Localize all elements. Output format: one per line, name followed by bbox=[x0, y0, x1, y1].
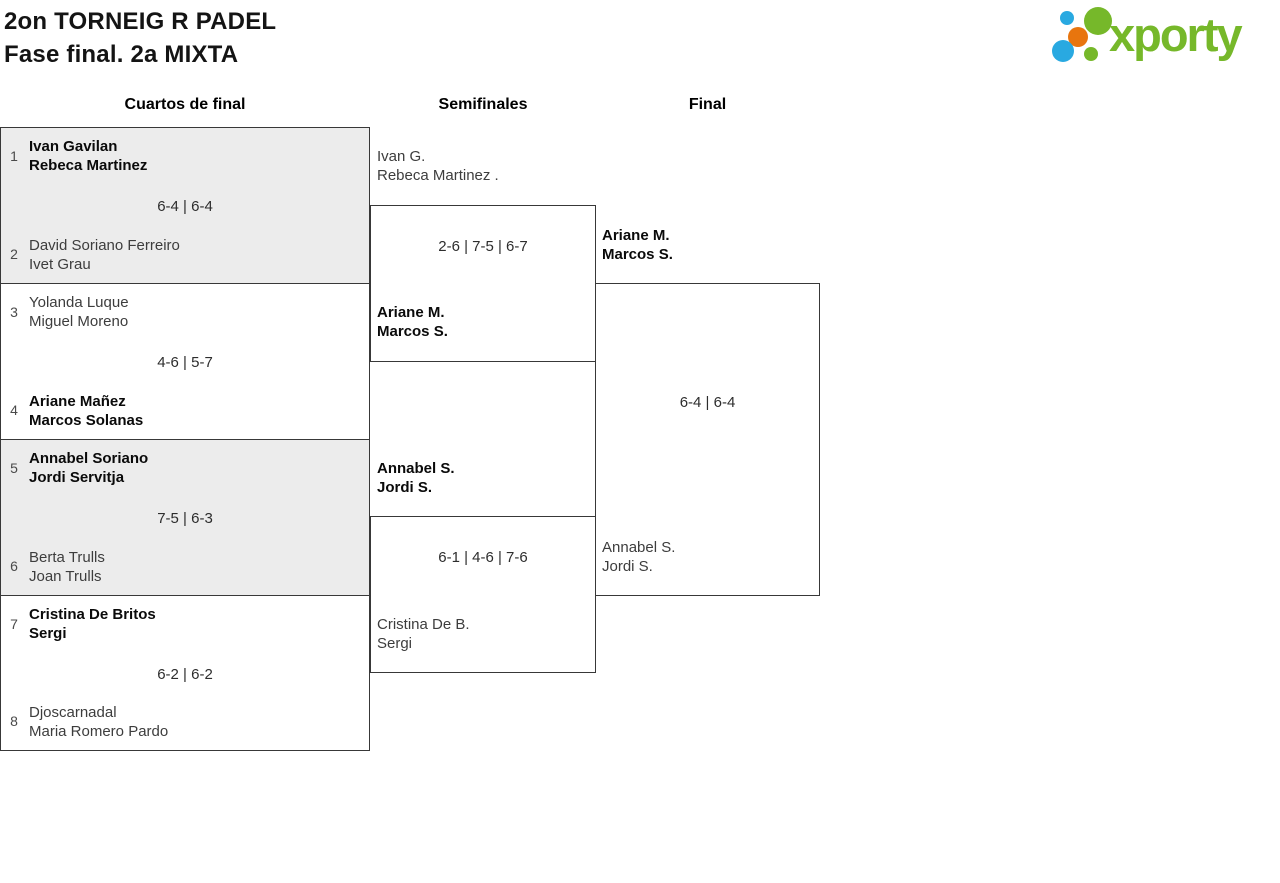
seed-number: 3 bbox=[10, 304, 18, 320]
sf2-bottom-team: Cristina De B. Sergi bbox=[377, 615, 470, 653]
player-2-name: Ivet Grau bbox=[29, 256, 91, 273]
player-2-name: Miguel Moreno bbox=[29, 313, 129, 330]
player-1-name: Cristina De B. bbox=[377, 616, 470, 633]
seed-number: 1 bbox=[10, 148, 18, 164]
team-names: Yolanda Luque Miguel Moreno bbox=[29, 293, 129, 331]
player-2-name: Rebeca Martinez bbox=[29, 157, 148, 174]
player-1-name: Djoscarnadal bbox=[29, 704, 117, 721]
player-1-name: Berta Trulls bbox=[29, 549, 105, 566]
player-2-name: Jordi S. bbox=[602, 558, 653, 575]
xporty-logo[interactable]: xporty bbox=[1045, 4, 1280, 72]
qf-match-2[interactable]: 3 Yolanda Luque Miguel Moreno 4-6 | 5-7 … bbox=[1, 283, 369, 439]
team-names: Cristina De Britos Sergi bbox=[29, 605, 156, 643]
player-1-name: Ariane M. bbox=[602, 227, 670, 244]
final-bottom-team: Annabel S. Jordi S. bbox=[602, 538, 675, 576]
logo-dot-icon bbox=[1052, 40, 1074, 62]
qf-match-3[interactable]: 5 Annabel Soriano Jordi Servitja 7-5 | 6… bbox=[1, 439, 369, 595]
qf-match-4[interactable]: 7 Cristina De Britos Sergi 6-2 | 6-2 8 D… bbox=[1, 595, 369, 750]
logo-dot-icon bbox=[1084, 47, 1098, 61]
player-2-name: Marcos S. bbox=[377, 323, 448, 340]
team-names: Djoscarnadal Maria Romero Pardo bbox=[29, 703, 168, 741]
player-2-name: Jordi Servitja bbox=[29, 469, 125, 486]
match-score: 4-6 | 5-7 bbox=[157, 354, 213, 371]
player-1-name: Ivan Gavilan bbox=[29, 138, 118, 155]
player-2-name: Marcos S. bbox=[602, 246, 673, 263]
player-2-name: Joan Trulls bbox=[29, 568, 102, 585]
player-2-name: Rebeca Martinez . bbox=[377, 167, 499, 184]
match-score: 2-6 | 7-5 | 6-7 bbox=[438, 238, 528, 255]
player-2-name: Sergi bbox=[377, 635, 413, 652]
player-1-name: Annabel S. bbox=[377, 460, 455, 477]
final-top-team: Ariane M. Marcos S. bbox=[602, 226, 673, 264]
match-score: 6-4 | 6-4 bbox=[679, 394, 736, 411]
team-names: David Soriano Ferreiro Ivet Grau bbox=[29, 236, 180, 274]
sf1-bottom-team: Ariane M. Marcos S. bbox=[377, 303, 448, 341]
player-1-name: Annabel Soriano bbox=[29, 450, 149, 467]
player-2-name: Jordi S. bbox=[377, 479, 433, 496]
logo-dot-icon bbox=[1068, 27, 1088, 47]
quarterfinals-column: 1 Ivan Gavilan Rebeca Martinez 6-4 | 6-4… bbox=[0, 127, 370, 751]
player-1-name: Ariane M. bbox=[377, 304, 445, 321]
player-1-name: Yolanda Luque bbox=[29, 294, 129, 311]
seed-number: 6 bbox=[10, 558, 18, 574]
round-header-final: Final bbox=[688, 96, 727, 113]
round-header-semifinales: Semifinales bbox=[438, 96, 528, 113]
page-title: 2on TORNEIG R PADEL Fase final. 2a MIXTA bbox=[4, 5, 276, 71]
title-line-1: 2on TORNEIG R PADEL bbox=[4, 8, 277, 35]
logo-dot-icon bbox=[1060, 11, 1074, 25]
sf2-top-team: Annabel S. Jordi S. bbox=[377, 459, 455, 497]
match-score: 6-4 | 6-4 bbox=[157, 198, 213, 215]
match-score: 6-1 | 4-6 | 7-6 bbox=[438, 549, 528, 566]
team-names: Ivan Gavilan Rebeca Martinez bbox=[29, 137, 147, 175]
team-names: Annabel Soriano Jordi Servitja bbox=[29, 449, 148, 487]
player-1-name: Ariane Mañez bbox=[29, 393, 126, 410]
player-1-name: Ivan G. bbox=[377, 148, 426, 165]
match-score: 6-2 | 6-2 bbox=[157, 666, 213, 683]
team-names: Berta Trulls Joan Trulls bbox=[29, 548, 105, 586]
qf-match-1[interactable]: 1 Ivan Gavilan Rebeca Martinez 6-4 | 6-4… bbox=[1, 128, 369, 283]
match-score: 7-5 | 6-3 bbox=[157, 510, 213, 527]
seed-number: 7 bbox=[10, 616, 18, 632]
player-2-name: Maria Romero Pardo bbox=[29, 723, 169, 740]
seed-number: 5 bbox=[10, 460, 18, 476]
player-2-name: Sergi bbox=[29, 625, 67, 642]
final-match[interactable]: 6-4 | 6-4 bbox=[595, 283, 820, 596]
player-1-name: Annabel S. bbox=[602, 539, 676, 556]
round-header-cuartos: Cuartos de final bbox=[124, 96, 246, 113]
player-1-name: David Soriano Ferreiro bbox=[29, 237, 180, 254]
seed-number: 4 bbox=[10, 402, 18, 418]
seed-number: 2 bbox=[10, 246, 18, 262]
logo-wordmark: xporty bbox=[1109, 8, 1243, 61]
player-1-name: Cristina De Britos bbox=[29, 606, 156, 623]
logo-dot-icon bbox=[1084, 7, 1112, 35]
sf1-top-team: Ivan G. Rebeca Martinez . bbox=[377, 147, 499, 185]
team-names: Ariane Mañez Marcos Solanas bbox=[29, 392, 143, 430]
title-line-2: Fase final. 2a MIXTA bbox=[4, 41, 239, 68]
player-2-name: Marcos Solanas bbox=[29, 412, 144, 429]
seed-number: 8 bbox=[10, 713, 18, 729]
